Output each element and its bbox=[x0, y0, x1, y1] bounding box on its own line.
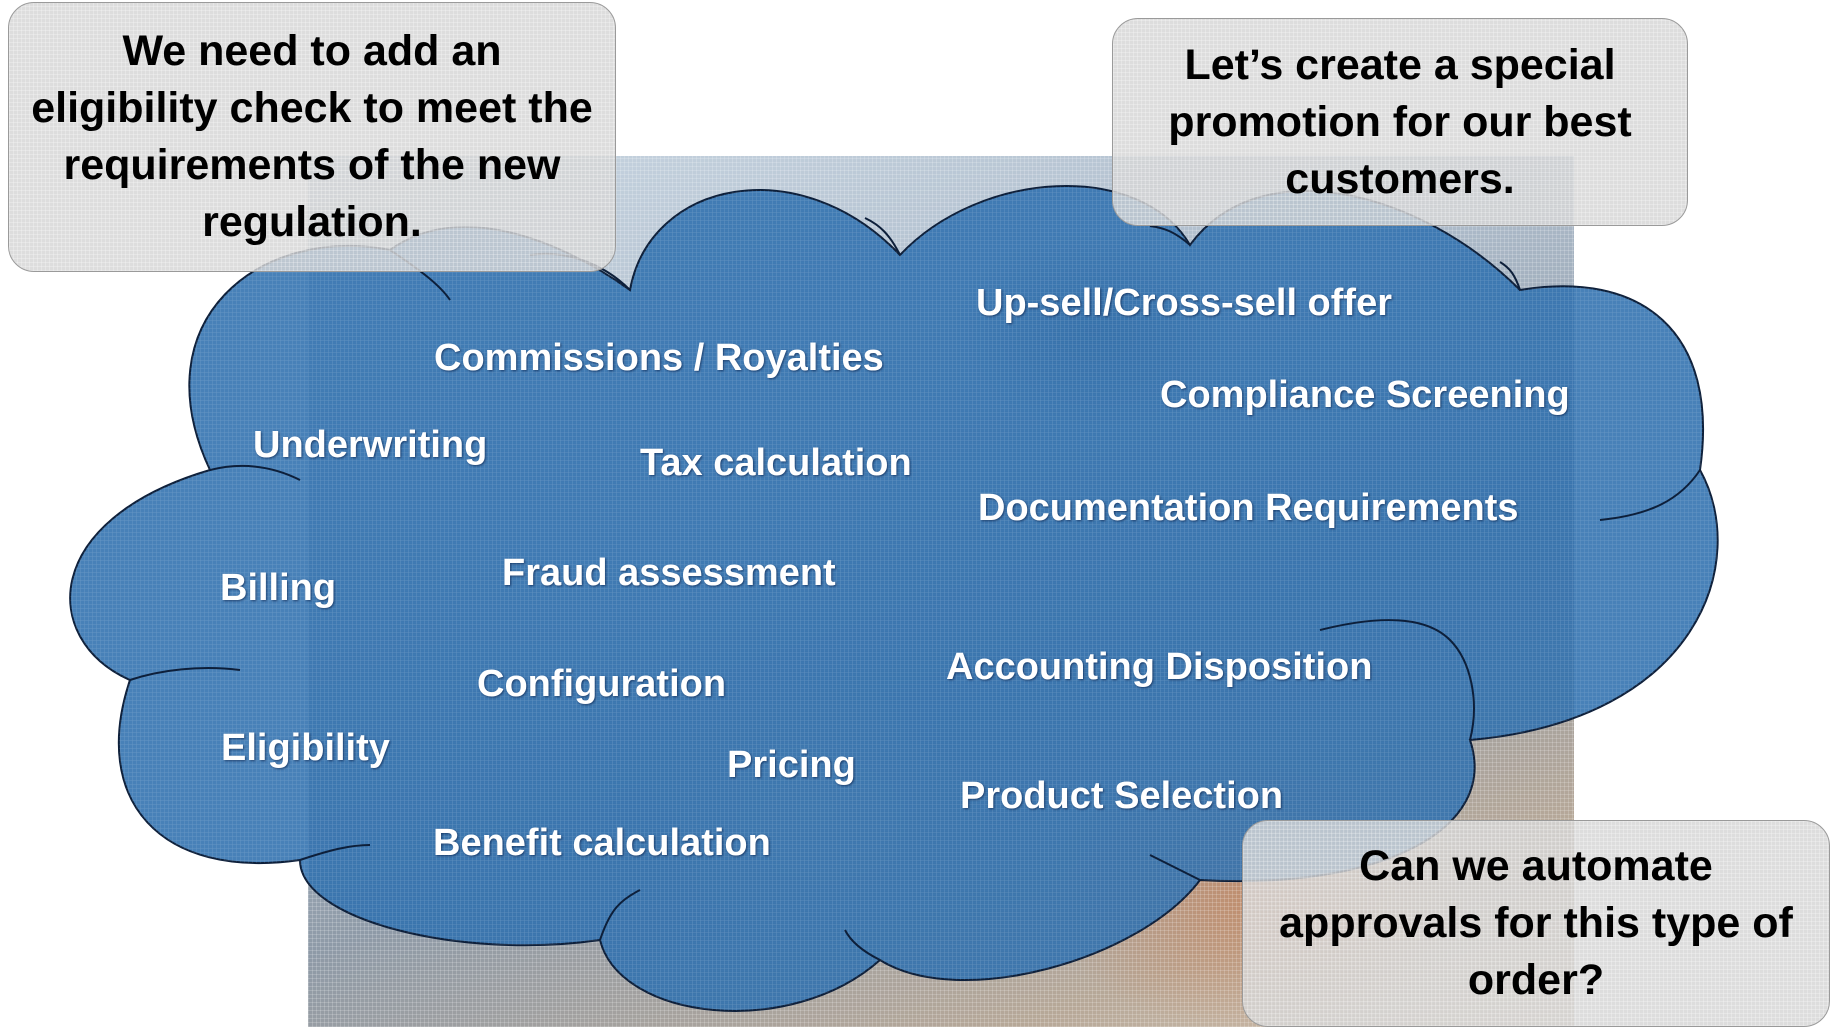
callout-promotion: Let’s create a special promotion for our… bbox=[1112, 18, 1688, 226]
label-underwriting: Underwriting bbox=[253, 424, 488, 466]
callout-eligibility-regulation: We need to add an eligibility check to m… bbox=[8, 2, 616, 272]
callout-promotion-text: Let’s create a special promotion for our… bbox=[1168, 40, 1632, 203]
label-benefit-calculation: Benefit calculation bbox=[433, 822, 771, 864]
label-tax-calculation: Tax calculation bbox=[640, 442, 912, 484]
label-configuration: Configuration bbox=[477, 663, 727, 705]
label-fraud-assessment: Fraud assessment bbox=[502, 552, 836, 594]
label-accounting-disposition: Accounting Disposition bbox=[946, 646, 1373, 688]
label-documentation-requirements: Documentation Requirements bbox=[978, 487, 1519, 529]
label-pricing: Pricing bbox=[727, 744, 856, 786]
label-eligibility: Eligibility bbox=[221, 727, 390, 769]
label-product-selection: Product Selection bbox=[960, 775, 1284, 817]
label-billing: Billing bbox=[220, 567, 337, 609]
label-compliance-screening: Compliance Screening bbox=[1160, 374, 1570, 416]
label-commissions-royalties: Commissions / Royalties bbox=[434, 337, 884, 379]
callout-eligibility-regulation-text: We need to add an eligibility check to m… bbox=[31, 27, 593, 246]
callout-automate-approvals: Can we automate approvals for this type … bbox=[1242, 820, 1830, 1027]
cloud-shape bbox=[69, 185, 1719, 1012]
label-up-sell-cross-sell: Up-sell/Cross-sell offer bbox=[976, 282, 1392, 324]
callout-automate-approvals-text: Can we automate approvals for this type … bbox=[1279, 842, 1793, 1004]
